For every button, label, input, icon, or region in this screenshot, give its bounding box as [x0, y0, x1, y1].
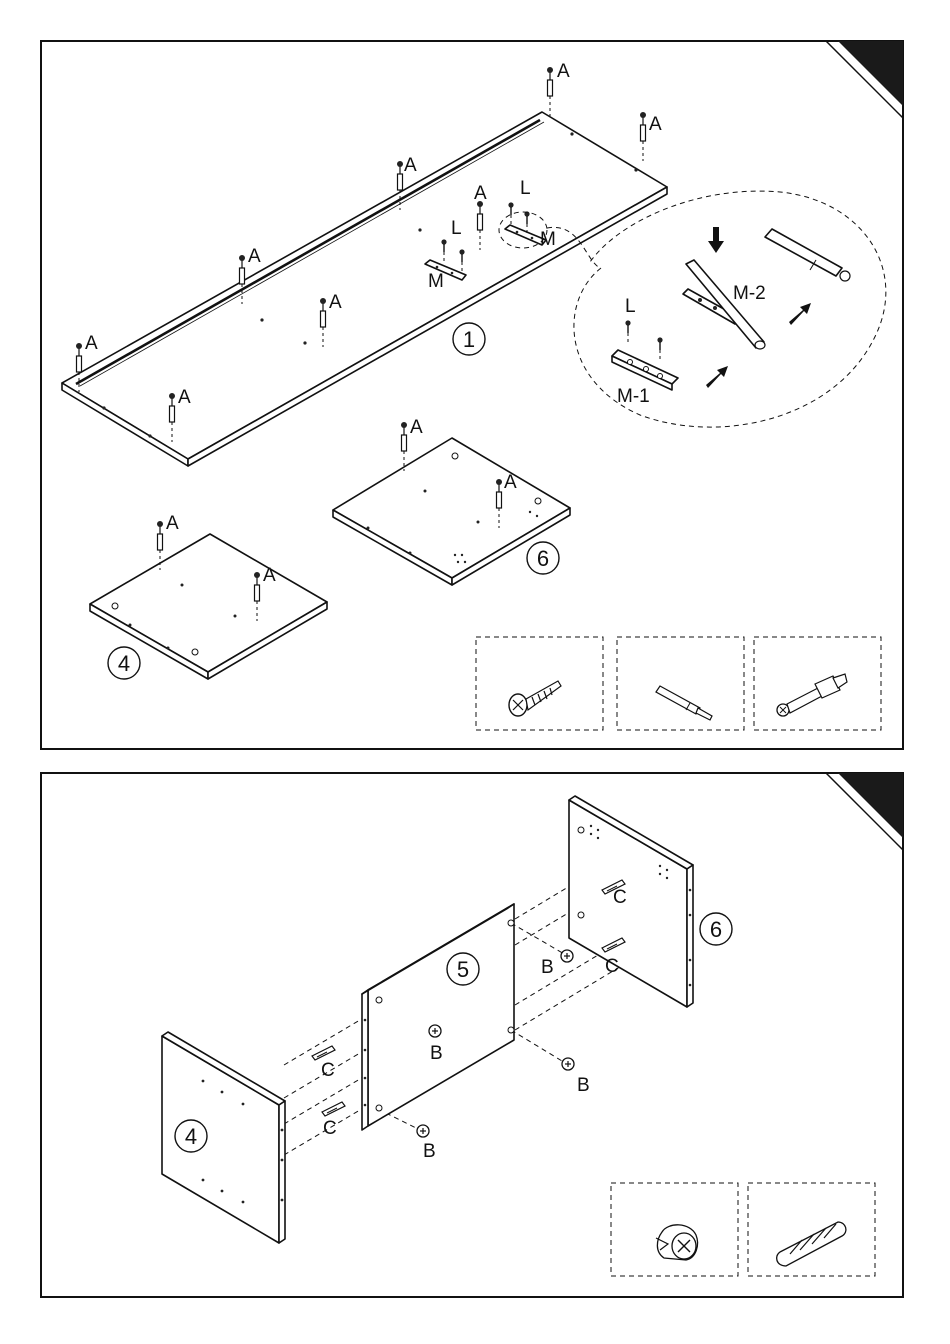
part-label-4: 4: [118, 651, 130, 676]
part-label-4: 4: [185, 1124, 197, 1149]
top-panel-1: [62, 112, 667, 466]
step1-corner-marker: [838, 41, 903, 106]
screw-icon: [509, 681, 561, 716]
screw-label-l: L: [625, 296, 636, 317]
bolt-label-a: A: [329, 292, 342, 313]
pin-icon: [656, 686, 712, 720]
bolt-label-a: A: [474, 183, 487, 204]
dowel-icon: [777, 1222, 846, 1266]
screw-label-l: L: [520, 178, 531, 199]
right-panel-6: [333, 438, 570, 585]
bolt-label-a: A: [557, 61, 570, 82]
bolt-label-a: A: [263, 565, 276, 586]
bracket-m1: [612, 350, 678, 390]
middle-panel-5: [362, 904, 514, 1130]
bracket-label-m2: M-2: [733, 283, 766, 304]
bracket-label-m1: M-1: [617, 386, 650, 407]
arrow-down-icon: [708, 227, 724, 253]
right-panel-6: [569, 796, 693, 1007]
part-label-5: 5: [457, 957, 469, 982]
cam-lock-label-b: B: [430, 1043, 443, 1064]
bracket-m2: [683, 260, 765, 349]
dowel-label-c: C: [605, 956, 619, 977]
part-label-1: 1: [463, 327, 475, 352]
bolt-label-a: A: [504, 472, 517, 493]
bolt-label-a: A: [404, 155, 417, 176]
left-panel-4: [162, 1032, 285, 1243]
bolt-label-a: A: [85, 333, 98, 354]
bolt-label-a: A: [410, 417, 423, 438]
cam-lock-label-b: B: [423, 1141, 436, 1162]
bolt-label-a: A: [649, 114, 662, 135]
legend-box-dowel: [748, 1183, 875, 1276]
part-label-6: 6: [710, 917, 722, 942]
cam-lock-label-b: B: [577, 1075, 590, 1096]
part-label-6: 6: [537, 546, 549, 571]
screw-label-l: L: [451, 218, 462, 239]
bracket-label-m: M: [428, 271, 444, 292]
pin-icon: [765, 229, 850, 281]
cam-bolt-icon: [777, 674, 847, 716]
dowel-label-c: C: [613, 887, 627, 908]
cam-lock-icon: [656, 1225, 698, 1260]
bracket-label-m: M: [540, 229, 556, 250]
cam-lock-label-b: B: [541, 957, 554, 978]
legend-box-pin: [617, 637, 744, 730]
step2-corner-marker: [838, 773, 903, 838]
bolt-label-a: A: [178, 387, 191, 408]
bolt-label-a: A: [248, 246, 261, 267]
bolt-label-a: A: [166, 513, 179, 534]
dowel-label-c: C: [323, 1118, 337, 1139]
legend-box-screw: [476, 637, 603, 730]
dowel-label-c: C: [321, 1060, 335, 1081]
